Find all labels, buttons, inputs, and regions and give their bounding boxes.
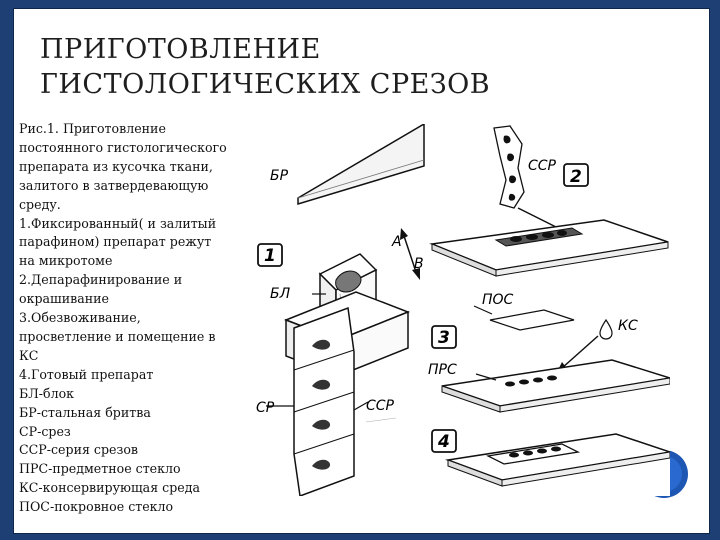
step-number-1: 1 — [264, 246, 276, 266]
caption-line: парафином) препарат режут — [19, 234, 212, 250]
caption-line: БР-стальная бритва — [19, 404, 151, 420]
step-number-4: 4 — [437, 432, 450, 452]
caption-line: просветление и помещение в — [19, 328, 216, 344]
caption-line: 1.Фиксированный( и залитый — [19, 215, 217, 231]
label-br: БР — [270, 168, 289, 184]
caption-line: окрашивание — [19, 291, 109, 307]
caption-line: 4.Готовый препарат — [19, 366, 154, 382]
slide-title: ПРИГОТОВЛЕНИЕ ГИСТОЛОГИЧЕСКИХ СРЕЗОВ — [40, 32, 640, 102]
label-prs: ПРС — [428, 362, 457, 378]
caption-line: БЛ-блок — [19, 385, 75, 401]
caption-line: среду. — [19, 196, 61, 212]
label-a: А — [391, 234, 402, 250]
title-line-1: ПРИГОТОВЛЕНИЕ — [40, 34, 321, 65]
step-number-3: 3 — [438, 328, 450, 348]
caption-line: постоянного гистологического — [19, 139, 227, 155]
steel-razor — [297, 122, 425, 206]
figure-caption: Рис.1. Приготовление постоянного гистолог… — [19, 120, 264, 517]
histology-figure: БР ССР 2 1 А В БЛ ПОС КС 3 ПРС СР ССР 4 — [256, 122, 671, 498]
caption-line: ССР-серия срезов — [19, 442, 139, 458]
caption-line: залитого в затвердевающую — [19, 177, 209, 193]
section-ribbon — [493, 125, 525, 209]
caption-line: КС — [19, 347, 39, 363]
caption-line: 2.Депарафинирование и — [19, 272, 183, 288]
caption-line: 3.Обезвоживание, — [19, 310, 141, 326]
caption-line: Рис.1. Приготовление — [19, 121, 166, 136]
label-bl: БЛ — [270, 286, 291, 302]
label-ks: КС — [618, 318, 638, 334]
step-number-2: 2 — [570, 167, 582, 187]
title-line-2: ГИСТОЛОГИЧЕСКИХ СРЕЗОВ — [40, 69, 491, 100]
caption-line: на микротоме — [19, 253, 113, 269]
caption-line: ПОС-покровное стекло — [19, 499, 174, 515]
caption-line: препарата из кусочка ткани, — [19, 158, 213, 174]
label-pos: ПОС — [482, 292, 514, 308]
label-ssr-top: ССР — [528, 158, 557, 174]
caption-line: ПРС-предметное стекло — [19, 461, 181, 477]
caption-line: КС-консервирующая среда — [19, 480, 200, 496]
label-ssr-bottom: ССР — [366, 398, 395, 414]
figure-drawing: БР ССР 2 1 А В БЛ ПОС КС 3 ПРС СР ССР 4 — [256, 122, 671, 498]
label-sr: СР — [256, 400, 275, 416]
caption-line: СР-срез — [19, 423, 71, 439]
label-b: В — [414, 256, 424, 272]
